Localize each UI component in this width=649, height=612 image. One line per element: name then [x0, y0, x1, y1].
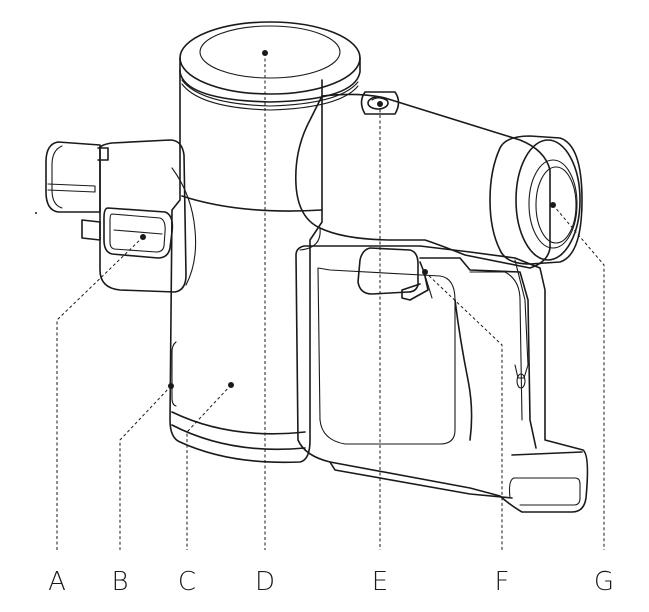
dot-a	[140, 234, 146, 240]
dot-f	[422, 269, 428, 275]
part-labels: A B C D E F G	[48, 567, 614, 597]
motor-housing	[296, 92, 550, 268]
vacuum-illustration	[35, 22, 587, 512]
dot-e	[377, 101, 383, 107]
label-a: A	[48, 567, 66, 597]
nozzle-connector	[46, 140, 196, 292]
top-cap	[180, 22, 360, 110]
rear-cap	[490, 136, 582, 264]
dot-c	[228, 382, 234, 388]
handle-frame	[296, 246, 587, 512]
leader-b	[120, 386, 171, 550]
leader-c	[187, 385, 231, 550]
leader-a	[57, 237, 143, 550]
label-d: D	[255, 567, 275, 597]
leader-f	[425, 272, 502, 550]
dot-b	[168, 383, 174, 389]
label-g: G	[594, 567, 614, 597]
leader-dots	[140, 50, 556, 389]
leader-lines	[57, 53, 604, 550]
label-c: C	[178, 567, 196, 597]
label-e: E	[372, 567, 388, 597]
dot-d	[262, 50, 268, 56]
label-f: F	[495, 567, 510, 597]
dot-g	[550, 202, 556, 208]
leader-g	[553, 205, 604, 550]
label-b: B	[111, 567, 128, 597]
